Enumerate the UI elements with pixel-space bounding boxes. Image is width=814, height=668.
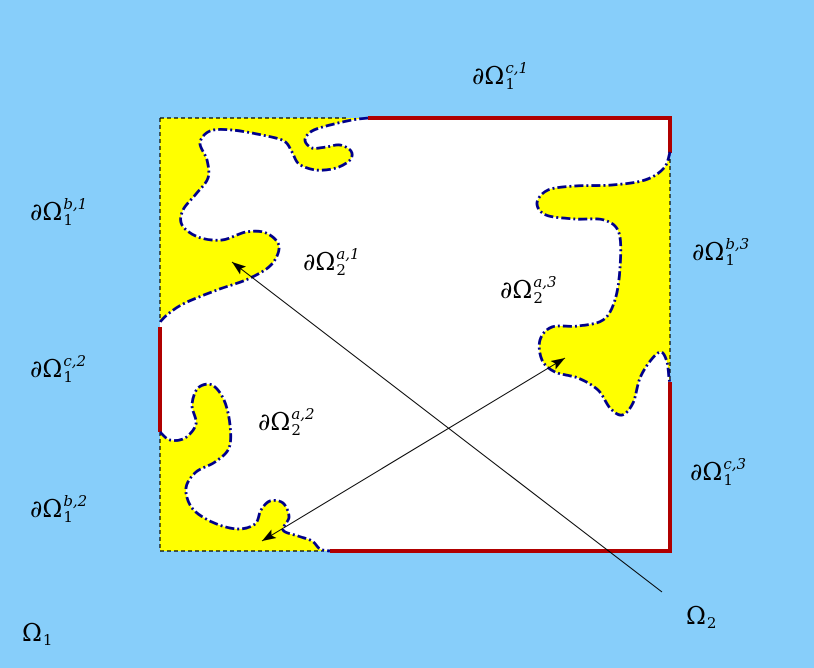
label-base: ∂Ω — [692, 238, 725, 266]
label-superscript: a,3 — [533, 273, 557, 291]
label-superscript: b,1 — [63, 195, 88, 213]
label-subscript: 1 — [63, 508, 73, 526]
label-subscript: 1 — [63, 368, 73, 386]
label-domain-omega1: Ω 1 — [22, 617, 53, 649]
interface-curve-right — [535, 151, 672, 417]
label-subscript: 2 — [336, 261, 346, 279]
label-base: Ω — [686, 601, 706, 630]
label-base: ∂Ω — [30, 355, 63, 383]
label-subscript: 1 — [63, 211, 73, 229]
red-edge-bottom-right — [330, 382, 672, 553]
label-superscript: c,3 — [723, 455, 747, 473]
label-domain-omega2: Ω 2 — [686, 600, 717, 632]
red-edge-top-right — [368, 116, 672, 153]
yellow-region-top-left — [160, 118, 368, 322]
label-base: Ω — [22, 618, 42, 647]
interface-curve-top-left — [158, 116, 369, 323]
label-subscript: 1 — [505, 75, 515, 93]
label-base: ∂Ω — [690, 458, 723, 486]
label-subscript: 2 — [291, 421, 301, 439]
label-subscript: 2 — [706, 614, 717, 632]
label-superscript: a,2 — [291, 405, 315, 423]
label-base: ∂Ω — [472, 62, 505, 90]
label-base: ∂Ω — [258, 408, 291, 436]
label-subscript: 2 — [533, 289, 543, 307]
label-base: ∂Ω — [500, 276, 533, 304]
label-subscript: 1 — [42, 631, 53, 649]
label-superscript: c,1 — [505, 59, 529, 77]
label-base: ∂Ω — [30, 495, 63, 523]
dashed-boundary-segments — [159, 117, 671, 552]
label-subscript: 1 — [723, 471, 733, 489]
label-base: ∂Ω — [30, 198, 63, 226]
arrow-bottom-left-to-right-region — [261, 357, 566, 542]
red-boundary-segments — [158, 116, 672, 553]
yellow-region-bottom-left — [160, 384, 330, 551]
label-superscript: b,2 — [63, 492, 88, 510]
label-base: ∂Ω — [303, 248, 336, 276]
label-subscript: 1 — [725, 251, 735, 269]
label-superscript: b,3 — [725, 235, 750, 253]
interface-curve-bottom-left — [159, 382, 331, 553]
label-superscript: c,2 — [63, 352, 87, 370]
label-superscript: a,1 — [336, 245, 360, 263]
